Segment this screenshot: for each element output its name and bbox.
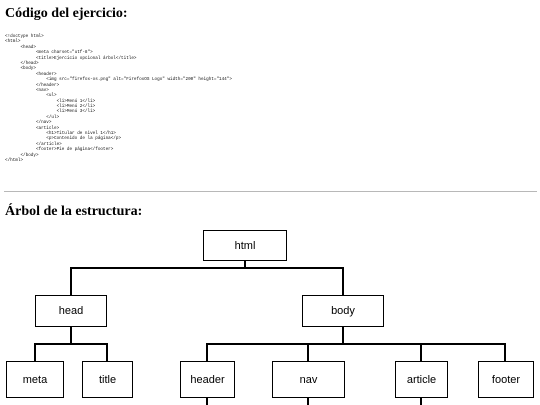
tree-section-title: Árbol de la estructura: xyxy=(5,204,143,219)
tree-node-body: body xyxy=(302,295,384,327)
code-line: <footer>Pie de página</footer> xyxy=(5,147,114,153)
connector-line xyxy=(34,343,36,362)
code-line: <li>Menú 1</li> xyxy=(5,98,96,104)
code-line: <!doctype html> xyxy=(5,34,44,39)
code-line: <html> xyxy=(5,39,21,45)
connector-line xyxy=(504,343,506,362)
connector-line xyxy=(206,343,208,362)
code-line: <img src="firefox-os.png" alt="FirefoxOS… xyxy=(5,77,232,83)
connector-line xyxy=(307,343,309,362)
code-line: </body> xyxy=(5,152,39,158)
code-line: <title>Ejercicio opcional árbol</title> xyxy=(5,55,137,61)
code-line: </html> xyxy=(5,157,24,163)
code-line: <li>Menú 2</li> xyxy=(5,104,96,110)
code-listing: <!doctype html><html> <head> <meta chars… xyxy=(5,34,232,163)
connector-line xyxy=(342,267,344,296)
code-line: <li>Menú 3</li> xyxy=(5,109,96,115)
connector-line xyxy=(206,397,208,405)
code-line: </header> xyxy=(5,82,60,88)
code-line: <article> xyxy=(5,125,60,131)
connector-line xyxy=(34,343,108,345)
code-line: <p>Contenido de la página</p> xyxy=(5,136,122,142)
tree-node-meta: meta xyxy=(6,361,64,398)
connector-line xyxy=(70,267,344,269)
tree-node-html: html xyxy=(203,230,287,261)
code-line: <header> xyxy=(5,71,57,77)
code-section-title: Código del ejercicio: xyxy=(5,6,128,21)
code-line: <h1>Titular de nivel 1</h1> xyxy=(5,131,116,137)
connector-line xyxy=(342,326,344,344)
connector-line xyxy=(206,343,506,345)
section-divider xyxy=(4,191,537,192)
code-line: </article> xyxy=(5,141,62,147)
tree-node-title: title xyxy=(82,361,133,398)
tree-node-nav: nav xyxy=(272,361,345,398)
tree-node-head: head xyxy=(35,295,107,327)
connector-line xyxy=(307,397,309,405)
code-line: <ul> xyxy=(5,93,57,99)
connector-line xyxy=(106,343,108,362)
code-line: <body> xyxy=(5,66,36,72)
code-line: </nav> xyxy=(5,120,52,126)
connector-line xyxy=(244,260,246,268)
connector-line xyxy=(70,267,72,296)
tree-node-article: article xyxy=(395,361,448,398)
connector-line xyxy=(420,343,422,362)
connector-line xyxy=(420,397,422,405)
tree-node-footer: footer xyxy=(478,361,534,398)
code-line: </head> xyxy=(5,60,39,66)
code-line: <nav> xyxy=(5,87,49,93)
tree-node-header: header xyxy=(180,361,235,398)
code-line: </ul> xyxy=(5,114,60,120)
code-line: <meta charset="utf-8"> xyxy=(5,50,93,56)
connector-line xyxy=(70,326,72,344)
code-line: <head> xyxy=(5,44,36,50)
